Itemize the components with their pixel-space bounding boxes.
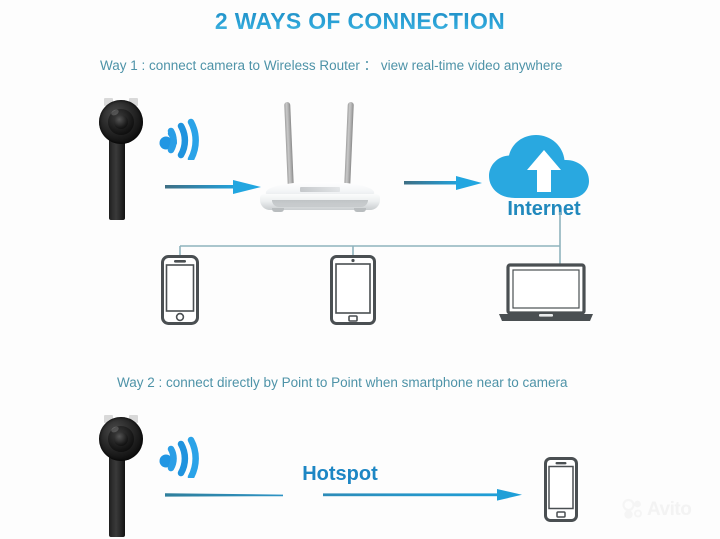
router-brand-logo	[300, 187, 340, 192]
camera-to-phone-arrow-left-segment	[165, 487, 285, 503]
avito-watermark-text: Avito	[647, 498, 692, 520]
page-title: 2 WAYS OF CONNECTION	[0, 8, 720, 35]
camera-lens-inner	[114, 115, 128, 129]
wifi-signal-icon-way1	[157, 110, 213, 163]
router-base-shadow	[272, 200, 368, 207]
camera-mount-tab-left	[104, 415, 113, 423]
hotspot-label: Hotspot	[302, 463, 378, 485]
laptop-icon-way1	[497, 263, 595, 325]
way1-label: Way 1 : connect camera to Wireless Route…	[100, 58, 563, 73]
camera-to-router-arrow	[165, 176, 263, 198]
camera-mount-tab-right	[129, 415, 138, 423]
internet-label: Internet	[507, 198, 581, 220]
camera-body-strip	[109, 138, 125, 220]
camera-lens-icon	[99, 417, 143, 461]
camera-lens-inner	[114, 432, 128, 446]
wifi-signal-icon-way2	[157, 428, 213, 481]
camera-lens-icon	[99, 100, 143, 144]
avito-watermark: Avito	[622, 498, 692, 520]
ip-camera-module-way2	[99, 415, 143, 537]
router-antenna-right	[344, 101, 354, 189]
avito-circles-logo-icon	[622, 498, 642, 519]
cloud-icon	[487, 134, 601, 200]
camera-mount-tab-right	[129, 98, 138, 106]
camera-to-phone-arrow-right-segment	[323, 487, 523, 503]
ip-camera-module-way1	[99, 98, 143, 220]
router-foot-right	[354, 208, 366, 212]
camera-body-strip	[109, 455, 125, 537]
wireless-router	[258, 100, 382, 216]
phone-icon-way1	[161, 255, 199, 325]
router-foot-left	[272, 208, 284, 212]
way2-label: Way 2 : connect directly by Point to Poi…	[117, 375, 568, 390]
tablet-icon-way1	[330, 255, 376, 325]
router-antenna-left	[284, 101, 294, 189]
phone-icon-way2	[544, 457, 578, 522]
camera-mount-tab-left	[104, 98, 113, 106]
router-to-internet-arrow	[404, 172, 484, 194]
